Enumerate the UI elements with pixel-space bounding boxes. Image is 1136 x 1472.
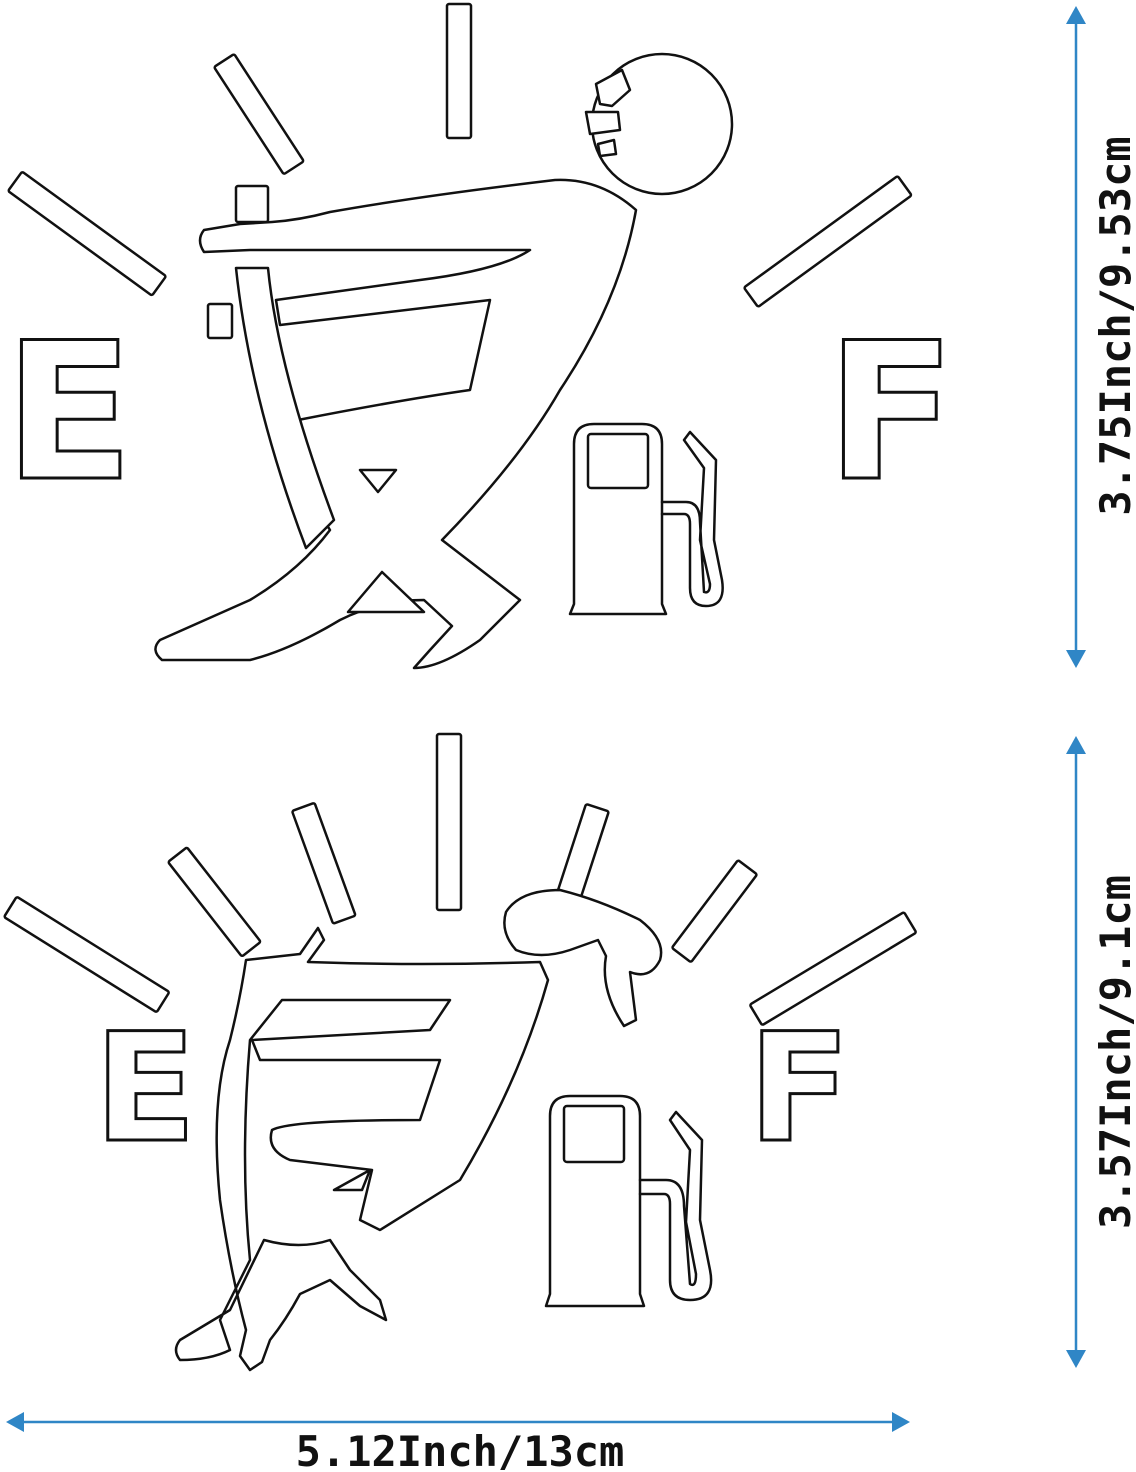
empty-label: E xyxy=(4,302,134,523)
pump-nozzle xyxy=(638,1110,713,1302)
gauge-tick xyxy=(3,896,170,1013)
needle-tip xyxy=(234,184,270,224)
needle-stub xyxy=(206,302,234,340)
arrow-up-icon xyxy=(1066,6,1086,24)
gauge-ticks-top xyxy=(7,2,913,308)
height-label-top: 3.75Inch/9.53cm xyxy=(1091,136,1136,515)
figure-gap xyxy=(346,570,426,614)
figure-body xyxy=(154,178,638,670)
figure-chin xyxy=(596,138,618,158)
gauge-tick xyxy=(213,53,305,175)
height-label-bottom: 3.57Inch/9.1cm xyxy=(1091,875,1136,1229)
gauge-ticks-bottom xyxy=(3,732,917,1026)
gauge-tick xyxy=(7,171,167,297)
gauge-tick xyxy=(749,911,917,1026)
fuel-pump-icon xyxy=(568,422,724,616)
decal-bottom: E F xyxy=(3,732,917,1372)
figure-eye xyxy=(594,68,632,108)
arrow-down-icon xyxy=(1066,650,1086,668)
full-label: F xyxy=(826,302,956,523)
pump-screen xyxy=(586,432,650,490)
empty-label: E xyxy=(94,1002,196,1176)
dimension-top-height: 3.75Inch/9.53cm xyxy=(1066,6,1136,668)
gauge-tick xyxy=(671,859,758,963)
width-label: 5.12Inch/13cm xyxy=(296,1427,625,1472)
arrow-right-icon xyxy=(892,1412,910,1432)
decal-top: E F xyxy=(3,2,957,670)
fuel-pump-icon xyxy=(544,1094,713,1308)
gauge-tick xyxy=(743,175,913,308)
figure-mouth xyxy=(584,110,622,136)
pump-nozzle xyxy=(660,430,724,608)
figure-man xyxy=(154,52,734,670)
gauge-tick xyxy=(435,732,463,912)
gauge-tick xyxy=(291,802,357,925)
gauge-tick xyxy=(167,846,262,958)
arrow-down-icon xyxy=(1066,1350,1086,1368)
figure-body xyxy=(174,926,550,1372)
arrow-up-icon xyxy=(1066,736,1086,754)
arrow-left-icon xyxy=(6,1412,24,1432)
figure-gap xyxy=(332,1168,372,1192)
full-label: F xyxy=(748,1002,850,1176)
figure-gap xyxy=(358,468,398,494)
gauge-tick xyxy=(445,2,473,140)
figure-head xyxy=(503,888,663,1028)
dimension-bottom-height: 3.57Inch/9.1cm xyxy=(1066,736,1136,1368)
dimension-width: 5.12Inch/13cm xyxy=(6,1412,910,1472)
pump-screen xyxy=(562,1104,626,1164)
figure-woman xyxy=(174,888,663,1372)
gauge-needle xyxy=(234,266,336,550)
